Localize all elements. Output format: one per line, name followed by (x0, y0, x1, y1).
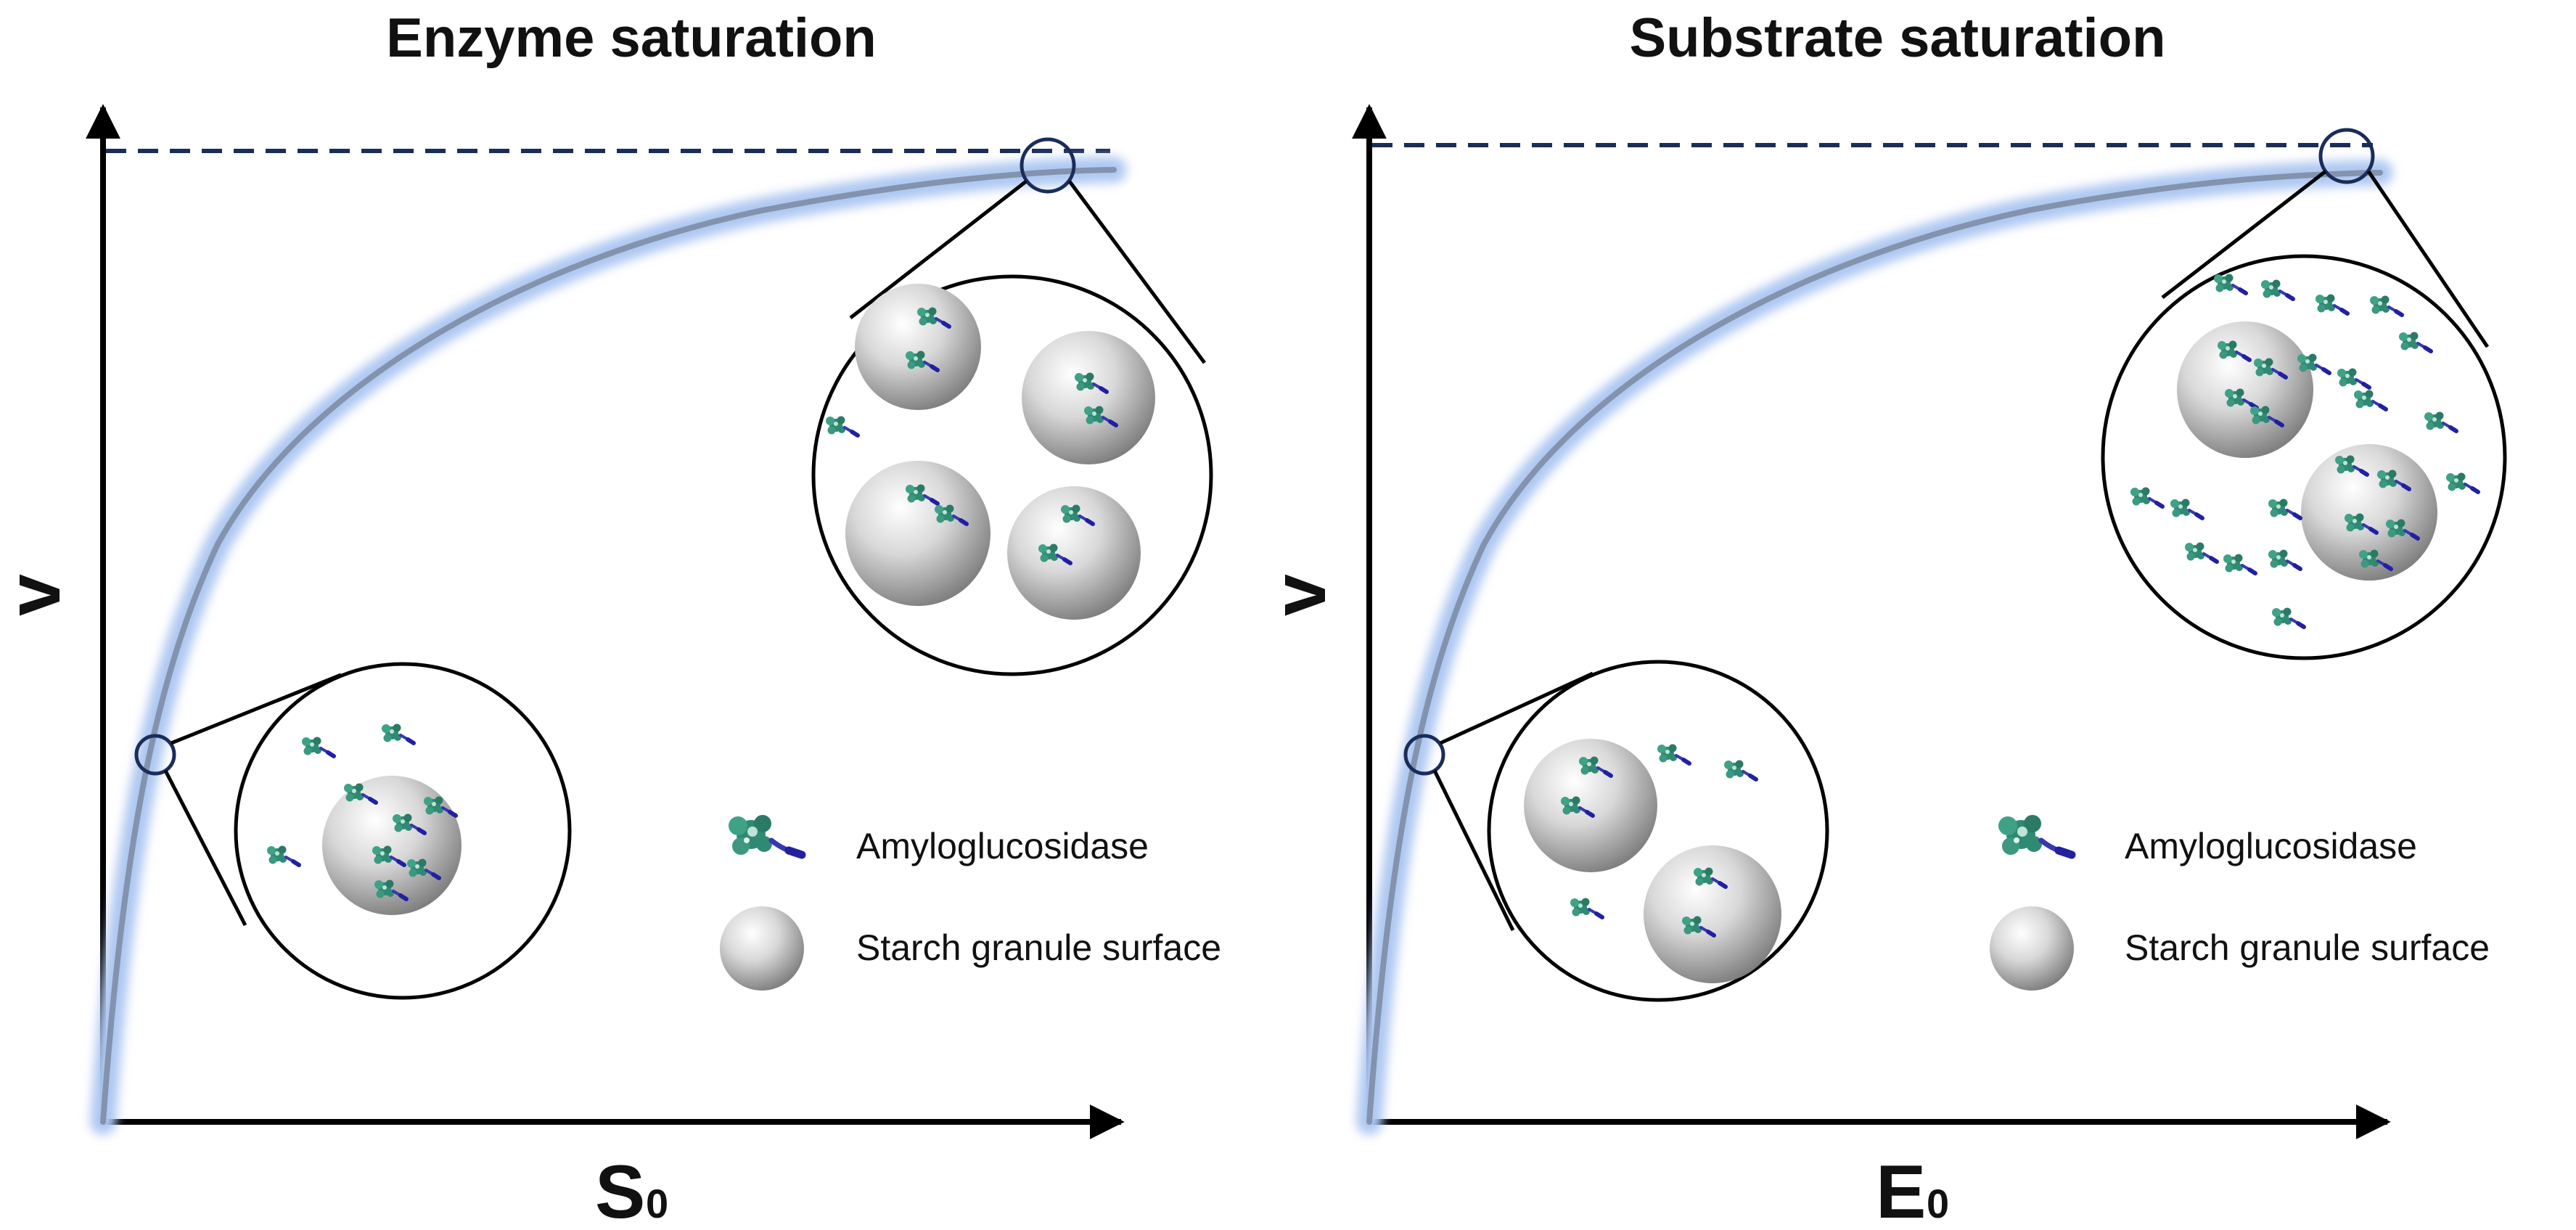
x-axis-label: S (595, 1150, 645, 1230)
panel-title: Enzyme saturation (386, 7, 877, 69)
amyloglucosidase-protein-icon (729, 815, 802, 855)
zoom-connector (2161, 170, 2327, 299)
zoom-connector (1432, 769, 1515, 932)
zoom-connector (1067, 180, 1207, 364)
zoom-connector (171, 673, 342, 745)
zoom-marker-high (1020, 137, 1076, 194)
x-axis-label-subscript: 0 (646, 1181, 668, 1226)
saturation-curve (100, 167, 1117, 1125)
legend: Amyloglucosidase Starch granule surface (720, 815, 1221, 991)
saturation-curve (1366, 170, 2383, 1125)
zoom-marker-low (134, 734, 176, 776)
zoom-marker-low (1403, 734, 1445, 776)
starch-granule (2301, 444, 2437, 581)
zoom-connector (2366, 170, 2490, 348)
zoom-inset-high (2101, 128, 2507, 660)
panel-title: Substrate saturation (1629, 7, 2165, 69)
legend-enzyme-label: Amyloglucosidase (856, 826, 1149, 866)
starch-granule (845, 461, 990, 606)
zoom-connector (163, 769, 247, 927)
legend-granule-label: Starch granule surface (2125, 927, 2490, 968)
zoom-circle (2101, 254, 2507, 660)
legend-enzyme-label: Amyloglucosidase (2125, 826, 2417, 866)
y-axis-label: v (0, 574, 76, 616)
legend-granule-label: Starch granule surface (856, 927, 1221, 968)
starch-granule (1007, 486, 1141, 620)
zoom-connector (849, 180, 1027, 319)
starch-granule (1644, 845, 1781, 983)
starch-granule (2177, 321, 2313, 458)
x-axis-label: E (1876, 1150, 1926, 1230)
starch-granule (1524, 739, 1657, 872)
zoom-marker-high (2318, 128, 2375, 184)
zoom-inset-high (811, 137, 1213, 676)
starch-granule-sphere-icon (1990, 906, 2074, 991)
x-axis-label-subscript: 0 (1927, 1181, 1949, 1226)
amyloglucosidase-protein-icon (1998, 815, 2072, 855)
legend: Amyloglucosidase Starch granule surface (1990, 815, 2490, 991)
starch-granule (1022, 331, 1155, 464)
starch-granule-sphere-icon (720, 906, 804, 991)
panel-substrate-saturation: Substrate saturation v E 0 (1258, 7, 2507, 1230)
panel-enzyme-saturation: Enzyme saturation v S 0 (0, 7, 1221, 1230)
zoom-inset-low (1403, 660, 1829, 1002)
starch-granule (855, 284, 981, 410)
zoom-inset-low (134, 662, 572, 1000)
zoom-connector (1439, 671, 1594, 745)
y-axis-label: v (1258, 574, 1342, 616)
